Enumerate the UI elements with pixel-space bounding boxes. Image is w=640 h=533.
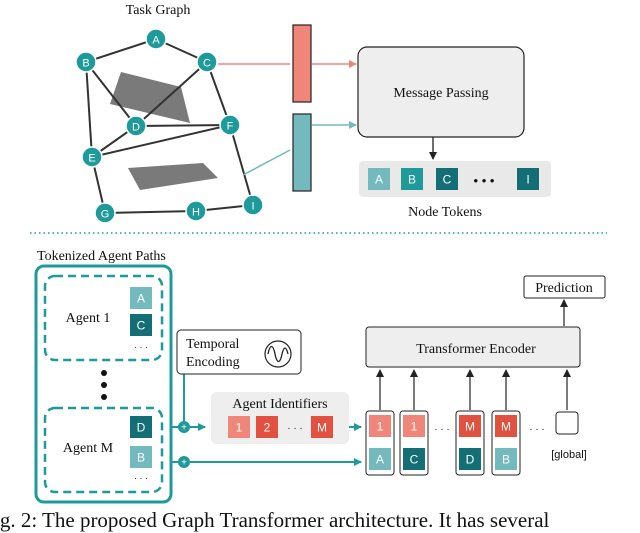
agents-dot bbox=[101, 370, 107, 376]
plus-circle-1: + bbox=[178, 421, 190, 434]
node-token-b: B bbox=[401, 168, 423, 190]
agent-token-label: C bbox=[137, 319, 146, 333]
graph-node-f: F bbox=[219, 114, 241, 136]
prediction-box bbox=[523, 275, 606, 299]
obstacle-1 bbox=[110, 72, 190, 123]
node-label: I bbox=[251, 201, 254, 213]
agent-m-path-box bbox=[43, 406, 164, 494]
stacks-ellipsis-2: · · · bbox=[529, 424, 545, 435]
prediction-label: Prediction bbox=[535, 281, 593, 296]
tokenized-agent-paths-title: Tokenized Agent Paths bbox=[37, 249, 166, 264]
sinusoid-icon bbox=[264, 340, 292, 368]
graph-node-b: B bbox=[75, 51, 97, 73]
stack-arrows bbox=[376, 369, 571, 410]
graph-node-a: A bbox=[145, 28, 167, 50]
stack-node-label: D bbox=[466, 453, 475, 467]
agent-m-ellipsis: · · · bbox=[134, 473, 148, 483]
agent-m-token-d: D bbox=[130, 416, 152, 438]
node-token-label: I bbox=[526, 173, 529, 187]
stack-id-label: 1 bbox=[377, 420, 384, 434]
agent-id-label: M bbox=[317, 421, 327, 435]
node-token-i: I bbox=[517, 168, 539, 190]
node-label: C bbox=[203, 58, 211, 70]
message-passing-box bbox=[357, 46, 525, 138]
stack-node-label: B bbox=[502, 453, 510, 467]
node-token-label: B bbox=[408, 173, 416, 187]
node-token-c: C bbox=[436, 168, 458, 190]
transformer-encoder-label: Transformer Encoder bbox=[416, 342, 536, 357]
agent-1-path-box bbox=[43, 274, 164, 362]
message-passing-label: Message Passing bbox=[393, 86, 488, 101]
task-graph-title: Task Graph bbox=[126, 3, 191, 18]
agent-1-ellipsis: · · · bbox=[134, 342, 148, 352]
node-tokens-ellipsis: • • • bbox=[474, 173, 495, 188]
node-token-label: A bbox=[375, 173, 383, 187]
agent-connections bbox=[171, 368, 185, 463]
agent-token-label: D bbox=[137, 421, 146, 435]
node-label: A bbox=[152, 35, 160, 47]
node-label: G bbox=[101, 209, 110, 221]
agent-1-label: Agent 1 bbox=[66, 311, 111, 326]
stack-node-label: C bbox=[410, 453, 419, 467]
graph-node-i: I bbox=[242, 194, 264, 216]
node-label: D bbox=[132, 122, 140, 134]
agent-id-label: 2 bbox=[264, 421, 271, 435]
node-label: E bbox=[88, 153, 95, 165]
node-label: F bbox=[227, 121, 234, 133]
agent-token-label: A bbox=[137, 292, 145, 306]
stack-id-label: M bbox=[465, 420, 475, 434]
agent-id-1: 1 bbox=[228, 416, 250, 438]
agent-id-label: 1 bbox=[236, 421, 243, 435]
agents-dot bbox=[101, 394, 107, 400]
agent-m-token-b: B bbox=[130, 446, 152, 468]
token-stack-3: M D bbox=[455, 410, 485, 476]
token-stack-2: 1 C bbox=[399, 410, 429, 476]
token-stack-1: 1 A bbox=[365, 410, 395, 476]
graph-node-c: C bbox=[196, 51, 218, 73]
agent-1-token-c: C bbox=[130, 314, 152, 336]
agent-id-2: 2 bbox=[256, 416, 278, 438]
stack-id-label: 1 bbox=[411, 420, 418, 434]
node-tokens-label: Node Tokens bbox=[408, 205, 482, 220]
stacks-ellipsis-1: · · · bbox=[434, 424, 450, 435]
graph-node-e: E bbox=[81, 146, 103, 168]
node-label: B bbox=[82, 58, 89, 70]
agents-dot bbox=[101, 382, 107, 388]
graph-node-d: D bbox=[125, 115, 147, 137]
temporal-encoding-label-2: Encoding bbox=[186, 355, 240, 370]
global-token-label: [global] bbox=[551, 449, 586, 461]
graph-node-g: G bbox=[94, 202, 116, 224]
figure-caption: ig. 2: The proposed Graph Transformer ar… bbox=[0, 508, 550, 532]
feature-vector-salmon bbox=[292, 24, 312, 103]
plus-sign: + bbox=[181, 458, 187, 469]
agent-identifiers-label: Agent Identifiers bbox=[232, 397, 327, 412]
plus-sign: + bbox=[181, 423, 187, 434]
global-token bbox=[555, 411, 579, 435]
node-token-label: C bbox=[443, 173, 452, 187]
plus-circle-2: + bbox=[178, 456, 190, 469]
transformer-encoder-box bbox=[365, 326, 581, 368]
node-token-a: A bbox=[368, 168, 390, 190]
obstacle-2 bbox=[128, 163, 218, 190]
stack-node-label: A bbox=[376, 453, 384, 467]
stack-id-label: M bbox=[501, 420, 511, 434]
agent-m-label: Agent M bbox=[63, 441, 114, 456]
edge-i-to-vector bbox=[242, 149, 291, 176]
agent-ids-ellipsis: · · · bbox=[287, 423, 303, 434]
node-label: H bbox=[192, 207, 200, 219]
temporal-encoding-label-1: Temporal bbox=[186, 337, 240, 352]
agent-id-m: M bbox=[311, 416, 333, 438]
agent-1-token-a: A bbox=[130, 287, 152, 309]
token-stack-4: M B bbox=[491, 410, 521, 476]
agent-token-label: B bbox=[137, 451, 145, 465]
graph-node-h: H bbox=[185, 200, 207, 222]
feature-vector-teal bbox=[292, 113, 312, 192]
